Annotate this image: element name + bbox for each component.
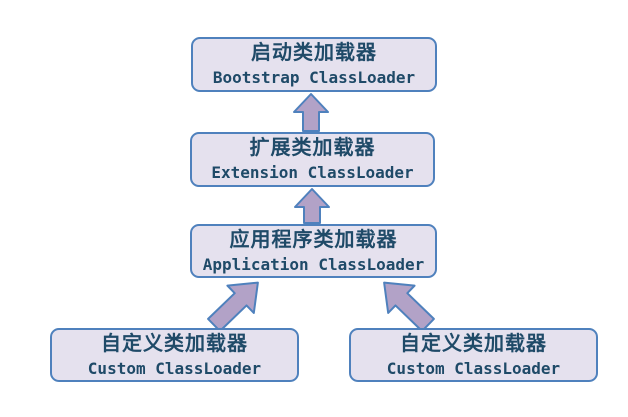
node-custom-left-label-zh: 自定义类加载器 [101, 332, 248, 355]
arrow-custom-left-to-application-icon [207, 281, 259, 333]
node-application-classloader: 应用程序类加载器 Application ClassLoader [190, 224, 437, 278]
node-custom-classloader-left: 自定义类加载器 Custom ClassLoader [50, 328, 299, 382]
node-extension-label-zh: 扩展类加载器 [249, 137, 376, 159]
arrow-custom-right-to-application-icon [383, 281, 435, 333]
node-bootstrap-label-en: Bootstrap ClassLoader [212, 68, 416, 87]
node-extension-classloader: 扩展类加载器 Extension ClassLoader [190, 132, 435, 187]
node-custom-right-label-zh: 自定义类加载器 [400, 332, 547, 355]
node-application-label-zh: 应用程序类加载器 [229, 228, 398, 251]
node-bootstrap-label-zh: 启动类加载器 [251, 42, 377, 64]
arrow-application-to-extension-icon [294, 188, 330, 224]
node-custom-classloader-right: 自定义类加载器 Custom ClassLoader [349, 328, 598, 382]
node-custom-left-label-en: Custom ClassLoader [87, 358, 262, 378]
arrow-extension-to-bootstrap-icon [293, 93, 329, 132]
node-application-label-en: Application ClassLoader [202, 254, 425, 274]
node-custom-right-label-en: Custom ClassLoader [386, 358, 561, 378]
node-bootstrap-classloader: 启动类加载器 Bootstrap ClassLoader [191, 37, 437, 92]
node-extension-label-en: Extension ClassLoader [211, 163, 414, 182]
